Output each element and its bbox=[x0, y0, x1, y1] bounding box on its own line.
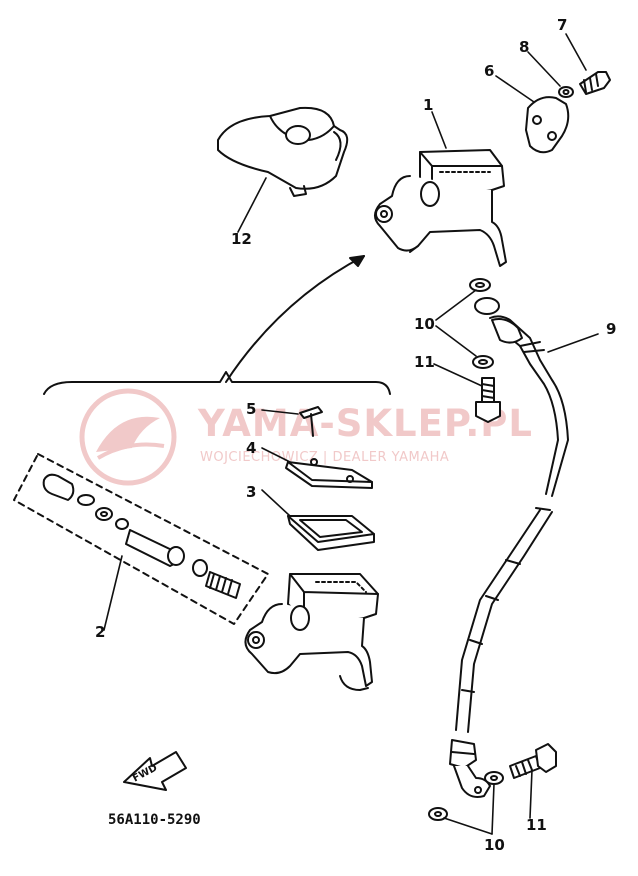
part-3-diaphragm bbox=[287, 515, 375, 551]
callout-5: 5 bbox=[246, 400, 257, 418]
callout-4: 4 bbox=[246, 439, 257, 457]
part-6-clamp bbox=[525, 96, 570, 154]
part-8-washer bbox=[558, 86, 574, 98]
part-12-cover bbox=[217, 106, 349, 197]
master-cylinder-body bbox=[244, 573, 379, 691]
assembly-arrow bbox=[225, 255, 365, 383]
part-11-bolt-bottom bbox=[509, 743, 557, 779]
part-7-bolt bbox=[579, 71, 611, 95]
fwd-arrow-icon bbox=[123, 751, 187, 791]
part-9-brake-hose bbox=[449, 297, 569, 798]
callout-12: 12 bbox=[231, 230, 252, 248]
callout-10-top: 10 bbox=[414, 315, 435, 333]
part-11-bolt-top bbox=[475, 377, 501, 423]
part-4-cap-plate bbox=[285, 458, 373, 489]
diagram-code: 56A110-5290 bbox=[108, 812, 201, 828]
part-10-washers-top bbox=[469, 278, 494, 369]
part-10-washers-bottom bbox=[428, 771, 504, 821]
callout-3: 3 bbox=[246, 483, 257, 501]
callout-11-bottom: 11 bbox=[526, 816, 547, 834]
sub-assembly-bracket bbox=[43, 371, 391, 395]
part-1-master-cylinder bbox=[374, 149, 507, 267]
part-2-piston-kit bbox=[13, 453, 269, 625]
part-5-screw bbox=[299, 406, 323, 437]
callout-11-top: 11 bbox=[414, 353, 435, 371]
callout-7: 7 bbox=[557, 16, 568, 34]
callout-10-bottom: 10 bbox=[484, 836, 505, 854]
leader-lines bbox=[103, 33, 599, 835]
callout-2: 2 bbox=[95, 623, 106, 641]
callout-8: 8 bbox=[519, 38, 530, 56]
callout-1: 1 bbox=[423, 96, 434, 114]
callout-9: 9 bbox=[606, 320, 617, 338]
watermark-subtitle: WOJCIECHOWICZ | DEALER YAMAHA bbox=[200, 450, 450, 465]
callout-6: 6 bbox=[484, 62, 495, 80]
